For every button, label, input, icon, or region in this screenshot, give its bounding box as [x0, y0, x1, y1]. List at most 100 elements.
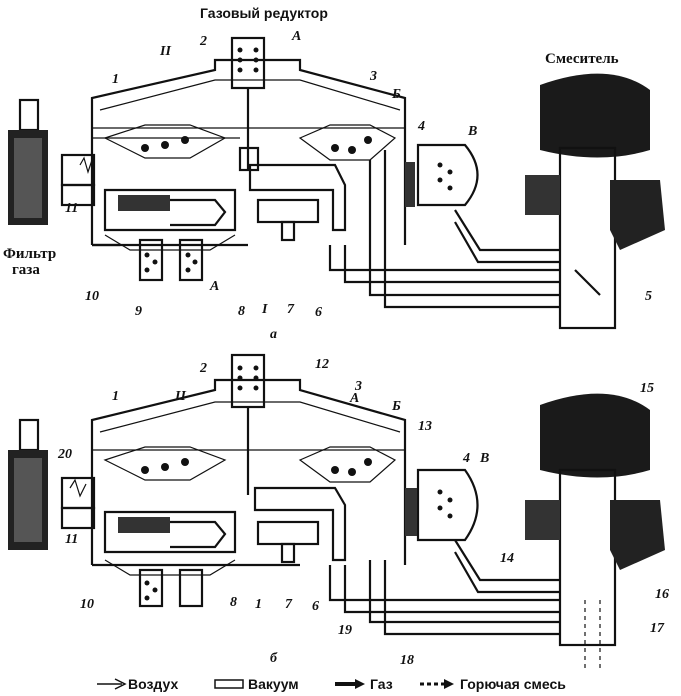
lower-chamber-10: [104, 234, 236, 251]
lower-valve-housing: [103, 188, 237, 232]
vacuum-diaphragm-4: [405, 162, 415, 207]
filter-cap: [18, 98, 40, 132]
valve-7b: [256, 520, 320, 546]
diagram-title: Газовый редуктор: [200, 5, 328, 21]
pipe-18a: [368, 560, 560, 624]
mixer-body: [558, 146, 617, 330]
valve-7-stem: [280, 220, 296, 242]
svg-text:5: 5: [645, 289, 652, 304]
inlet-spring: [79, 156, 93, 175]
legend-air-label: Воздух: [128, 676, 178, 692]
svg-text:18: 18: [400, 653, 414, 668]
svg-text:I: I: [261, 302, 268, 317]
svg-text:19: 19: [338, 623, 352, 638]
svg-text:2: 2: [199, 361, 207, 376]
part-labels-a: 2 А II 1 3 Б 4 В 11 10 9 А 8 I 7 6 5: [65, 29, 652, 320]
lower-valve-housing-b: [103, 510, 237, 554]
svg-text:4: 4: [417, 119, 425, 134]
svg-text:В: В: [479, 451, 489, 466]
filter-element: [14, 138, 42, 218]
svg-text:8: 8: [238, 304, 245, 319]
pipe-19a: [328, 565, 560, 602]
pipe-mix-b: [383, 235, 560, 309]
legend-gas: Газ: [335, 676, 393, 692]
svg-text:16: 16: [655, 587, 669, 602]
svg-text:8: 8: [230, 595, 237, 610]
svg-text:А: А: [209, 279, 219, 294]
pipe-18b: [383, 560, 560, 636]
inlet-pipe-b: [60, 506, 96, 530]
filter-label-line1: Фильтр: [3, 246, 56, 262]
mixer-carburetor: [610, 180, 665, 250]
legend-mix: Горючая смесь: [420, 676, 566, 692]
mixer-air-filter: [540, 73, 650, 158]
vacuum-spring-dots-b: [437, 489, 453, 519]
svg-text:3: 3: [354, 379, 362, 394]
chamber-dots-right-b: [331, 458, 372, 476]
chamber-dots-left-b: [141, 458, 189, 474]
reducer-top-diaphragm-b: [99, 401, 401, 433]
svg-text:А: А: [349, 391, 359, 406]
svg-text:1: 1: [112, 389, 119, 404]
filter-element-b: [14, 458, 42, 542]
pipe-vacuum-a: [454, 209, 560, 252]
chamber-stage1-left: [103, 124, 227, 159]
svg-text:13: 13: [418, 419, 432, 434]
legend-air: Воздух: [97, 676, 178, 692]
chamber-dots-right: [331, 136, 372, 154]
svg-text:7: 7: [287, 302, 295, 317]
svg-text:10: 10: [85, 289, 99, 304]
valve-arm-8b: [170, 520, 227, 549]
vacuum-chamber-v: [416, 143, 479, 207]
reducer-top-diaphragm: [99, 79, 401, 111]
pipe-gas-a: [328, 245, 560, 272]
svg-text:14: 14: [500, 551, 514, 566]
svg-text:12: 12: [315, 357, 329, 372]
vacuum-spring-dots: [437, 162, 453, 191]
svg-text:17: 17: [650, 621, 665, 636]
svg-text:20: 20: [57, 447, 72, 462]
svg-text:11: 11: [65, 201, 78, 216]
lever-6b: [253, 486, 347, 562]
legend: Воздух Вакуум Газ Горючая смесь: [97, 676, 566, 692]
sub-label-a: а: [270, 327, 277, 342]
channel-b: [368, 150, 387, 235]
valve-7b-stem: [280, 542, 296, 564]
svg-text:6: 6: [312, 599, 319, 614]
svg-text:11: 11: [65, 532, 78, 547]
mixer-side-valve-b: [525, 500, 560, 540]
legend-vacuum-label: Вакуум: [248, 676, 299, 692]
lower-chamber-10b: [104, 559, 236, 576]
filter-label-line2: газа: [12, 262, 40, 278]
svg-text:9: 9: [135, 304, 142, 319]
inlet-pipe: [60, 183, 96, 207]
inlet-fitting-b: [60, 476, 96, 510]
mixer-air-filter-b: [540, 393, 650, 478]
mixer-label: Смеситель: [545, 51, 619, 67]
chamber-stage2-right-b: [298, 446, 397, 483]
valve-7: [256, 198, 320, 224]
svg-text:4: 4: [462, 451, 470, 466]
valve-arm-8: [170, 198, 227, 227]
inlet-spring-20: [69, 478, 87, 498]
sub-label-b: б: [270, 651, 278, 666]
legend-vacuum: Вакуум: [214, 676, 299, 692]
pipe-19b: [343, 565, 560, 614]
chamber-stage2-right: [298, 124, 397, 161]
chamber-dots-left: [141, 136, 189, 152]
svg-text:А: А: [291, 29, 301, 44]
pipe-14a: [454, 539, 560, 582]
svg-text:10: 10: [80, 597, 94, 612]
valve-spring-11b: [118, 517, 170, 533]
valve-spring-11: [118, 195, 170, 211]
chamber-stage1-left-b: [103, 446, 227, 481]
mixer-side-valve: [525, 175, 560, 215]
legend-mix-label: Горючая смесь: [460, 676, 566, 692]
svg-text:Б: Б: [391, 87, 401, 102]
pipe-vacuum-b: [454, 221, 560, 264]
svg-text:II: II: [174, 389, 186, 404]
spring-coils-2b: [237, 365, 259, 391]
pipe-mix-a: [368, 235, 560, 297]
svg-text:1: 1: [255, 597, 262, 612]
mixer-body-b: [558, 468, 617, 647]
